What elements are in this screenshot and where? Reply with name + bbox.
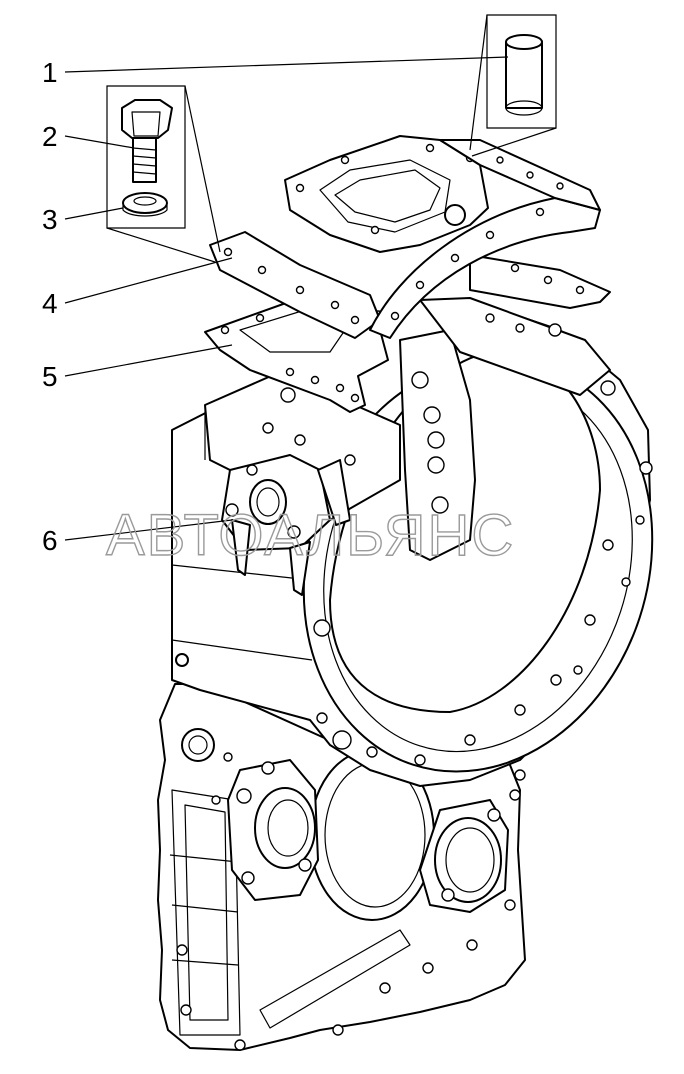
washer (122, 192, 168, 217)
gasket-large (209, 135, 611, 339)
callout-5: 5 (42, 361, 58, 392)
leader-lines (64, 56, 509, 541)
watermark-text: АВТОАЛЬЯНС (106, 503, 515, 568)
clutch-housing (157, 297, 654, 1051)
callout-2: 2 (42, 121, 58, 152)
bolt-group-bracket (106, 85, 221, 263)
callout-3: 3 (42, 204, 58, 235)
callout-4: 4 (42, 288, 58, 319)
callout-1: 1 (42, 57, 58, 88)
bolt (121, 99, 173, 183)
pin-group-bracket (469, 14, 557, 157)
pin (505, 34, 543, 116)
callout-6: 6 (42, 525, 58, 556)
